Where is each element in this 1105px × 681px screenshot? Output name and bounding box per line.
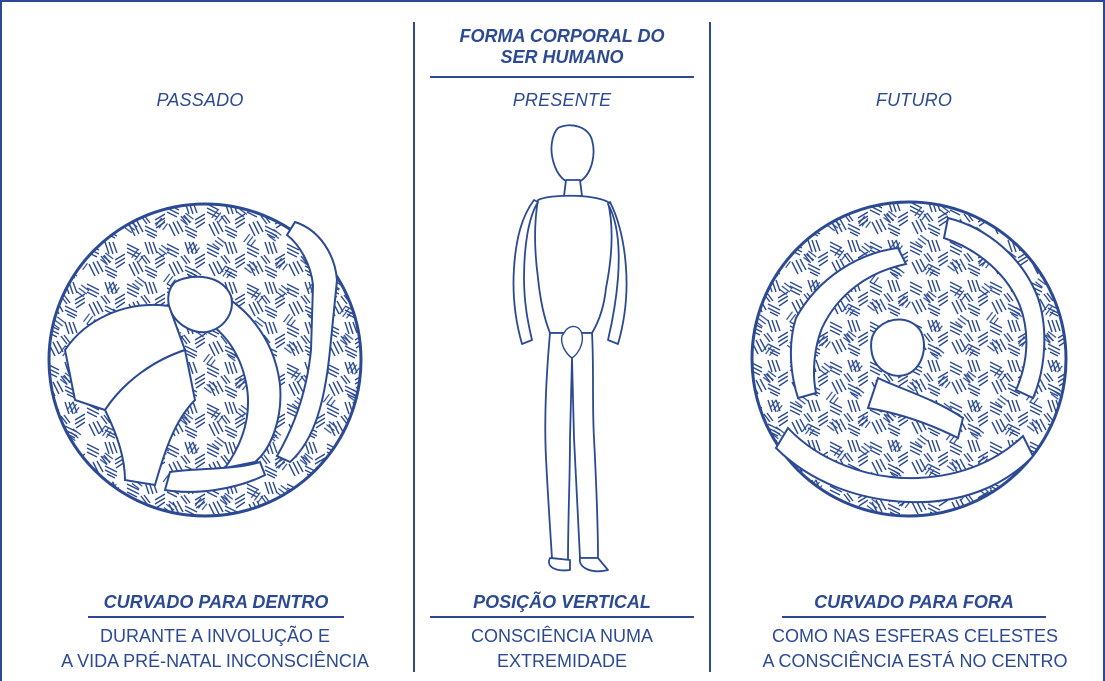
caption-title-future: CURVADO PARA FORA (814, 592, 1014, 612)
caption-body-past: DURANTE A INVOLUÇÃO E A VIDA PRÉ-NATAL I… (40, 624, 390, 674)
main-title-line2: SER HUMANO (500, 47, 624, 67)
caption-line2-past: A VIDA PRÉ-NATAL INCONSCIÊNCIA (61, 651, 369, 671)
main-title: FORMA CORPORAL DO SER HUMANO (430, 26, 694, 68)
label-present: PRESENTE (512, 90, 612, 110)
caption-line2-present: EXTREMIDADE (496, 651, 628, 671)
caption-line1-past: DURANTE A INVOLUÇÃO E (99, 626, 331, 646)
curled-figure-icon (63, 220, 339, 493)
caption-title-present: POSIÇÃO VERTICAL (473, 592, 651, 612)
standing-human-icon (512, 124, 628, 573)
arched-figure-icon (774, 216, 1046, 504)
caption-line1-future: COMO NAS ESFERAS CELESTES (771, 626, 1059, 646)
divider-right (709, 22, 711, 672)
standing-figure-illustration (512, 124, 628, 573)
past-circle-illustration (47, 202, 363, 518)
caption-title-past: CURVADO PARA DENTRO (103, 592, 329, 612)
caption-underline-present (430, 616, 694, 618)
main-title-underline (430, 76, 694, 78)
label-past: PASSADO (156, 90, 244, 110)
future-circle-illustration (750, 200, 1068, 518)
label-future: FUTURO (875, 90, 953, 110)
caption-body-present: CONSCIÊNCIA NUMA EXTREMIDADE (432, 624, 692, 674)
caption-underline-past (88, 616, 344, 618)
caption-line1-present: CONSCIÊNCIA NUMA (470, 626, 654, 646)
caption-line2-future: A CONSCIÊNCIA ESTÁ NO CENTRO (762, 651, 1068, 671)
caption-underline-future (782, 616, 1046, 618)
caption-body-future: COMO NAS ESFERAS CELESTES A CONSCIÊNCIA … (735, 624, 1095, 674)
divider-left (413, 22, 415, 672)
main-title-line1: FORMA CORPORAL DO (459, 26, 665, 46)
